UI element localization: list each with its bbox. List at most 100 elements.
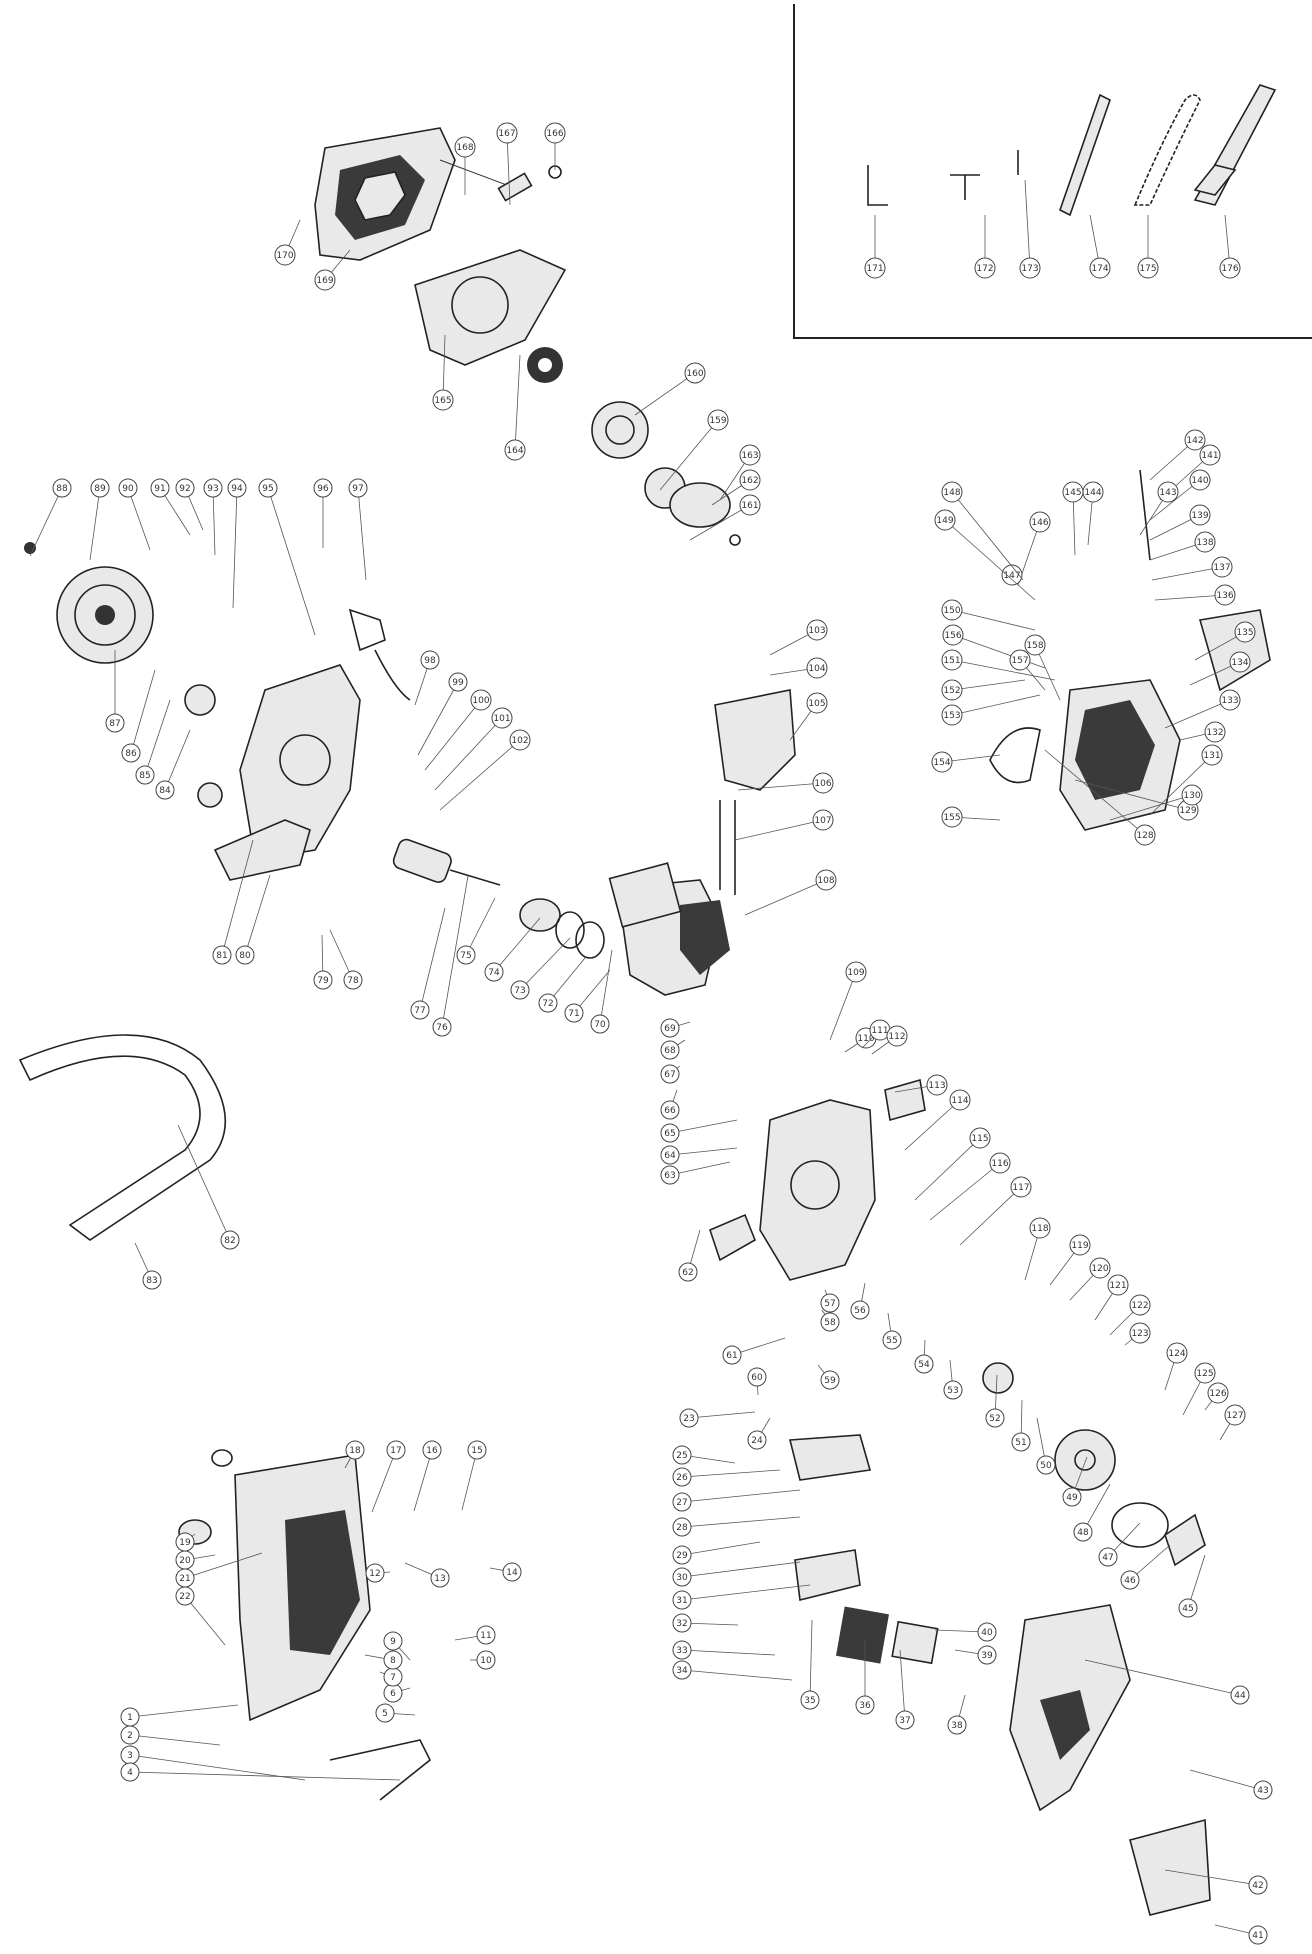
callout-number: 24 [751,1436,763,1446]
callout-balloon [886,1025,908,1047]
callout-balloon [941,649,963,671]
callout-144: 144 [1082,481,1104,546]
callout-balloon [977,1645,997,1665]
callout-number: 155 [943,813,960,823]
callout-balloon [1001,564,1023,586]
callout-leader [442,334,446,401]
callout-100: 100 [424,689,492,771]
callout-number: 36 [859,1701,871,1711]
callout-balloon [806,657,828,679]
callout-leader [129,1734,221,1746]
callout-171: 171 [864,215,886,279]
callout-148: 148 [941,481,1024,581]
callout-number: 82 [224,1236,235,1246]
callout-number: 113 [928,1081,945,1091]
callout-balloon [1204,721,1226,743]
callout-balloon [1248,1875,1268,1895]
callout-119: 119 [1049,1234,1091,1286]
callout-balloon [1089,257,1111,279]
callout-number: 77 [414,1006,425,1016]
callout-balloon [227,478,247,498]
clutch-drum [982,1362,1206,1567]
callout-balloon [660,1018,680,1038]
callout-number: 6 [390,1689,396,1699]
callout-number: 51 [1015,1438,1026,1448]
callout-number: 20 [179,1556,191,1566]
callout-balloon [220,1230,240,1250]
callout-leader [634,372,696,416]
muffler [714,689,796,895]
callout-61: 61 [722,1337,786,1365]
callout-number: 140 [1191,476,1208,486]
callout-number: 23 [683,1414,694,1424]
callout-number: 112 [888,1032,905,1042]
callout-number: 129 [1179,806,1196,816]
callout-balloon [105,713,125,733]
callout-127: 127 [1219,1404,1246,1441]
callout-78: 78 [329,929,363,990]
callout-balloon [120,1762,140,1782]
callout-140: 140 [1149,469,1211,521]
callout-number: 57 [824,1299,835,1309]
callout-92: 92 [175,478,204,531]
callout-balloon [812,809,834,831]
callout-leader [184,1552,263,1579]
callout-12: 12 [365,1563,391,1583]
callout-number: 174 [1091,264,1108,274]
callout-balloon [467,1440,487,1460]
callout-number: 32 [676,1619,687,1629]
callout-number: 61 [726,1351,737,1361]
callout-number: 41 [1252,1931,1263,1941]
callout-leader [899,1649,906,1721]
callout-23: 23 [679,1408,756,1428]
callout-85: 85 [135,699,171,785]
callout-35: 35 [800,1619,820,1710]
callout-77: 77 [410,907,446,1020]
callout-number: 29 [676,1551,688,1561]
callout-balloon [1219,257,1241,279]
callout-balloon [504,439,526,461]
callout-balloon [1229,651,1251,673]
callout-balloon [684,362,706,384]
callout-122: 122 [1109,1294,1151,1336]
callout-38: 38 [947,1694,967,1735]
callout-balloon [1098,1547,1118,1567]
callout-leader [734,819,824,841]
callout-121: 121 [1094,1274,1129,1321]
callout-balloon [348,478,368,498]
callout-91: 91 [150,478,191,536]
callout-number: 139 [1191,511,1208,521]
callout-number: 56 [854,1306,866,1316]
callout-number: 163 [741,451,758,461]
callout-leader [681,1649,776,1656]
callout-balloon [1184,429,1206,451]
callout-number: 45 [1182,1604,1193,1614]
callout-6: 6 [383,1683,411,1703]
callout-138: 138 [1149,531,1216,561]
callout-balloon [1024,634,1046,656]
callout-number: 52 [989,1414,1000,1424]
callout-number: 37 [899,1716,910,1726]
callout-balloon [1253,1780,1273,1800]
crankcase-right [709,1078,926,1281]
callout-balloon [175,478,195,498]
callout-number: 78 [347,976,359,986]
callout-number: 156 [944,631,961,641]
callout-9: 9 [383,1631,411,1661]
callout-balloon [1181,784,1203,806]
callout-number: 151 [943,656,960,666]
callout-10: 10 [470,1650,496,1670]
callout-number: 89 [94,484,106,494]
callout-balloon [142,1270,162,1290]
callout-36: 36 [855,1640,875,1715]
callout-balloon [1189,504,1211,526]
callout-114: 114 [904,1089,971,1151]
callout-107: 107 [734,809,834,841]
callout-number: 134 [1231,658,1248,668]
callout-number: 164 [506,446,523,456]
callout-159: 159 [659,409,729,491]
callout-balloon [386,1440,406,1460]
callout-leader [221,839,254,956]
callout-95: 95 [258,478,316,636]
